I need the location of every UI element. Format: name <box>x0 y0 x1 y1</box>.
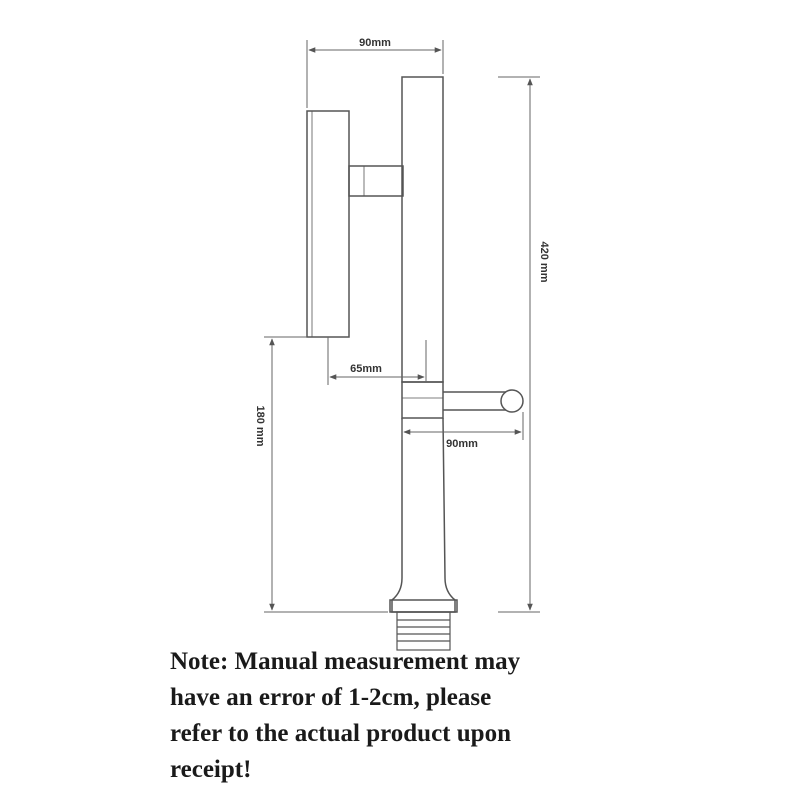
dimension-lines <box>264 40 540 613</box>
dim-label-total-height: 420 mm <box>538 242 550 283</box>
mixer-body <box>401 381 444 419</box>
main-column <box>401 76 444 383</box>
handle-knob <box>500 389 524 413</box>
dim-label-offset: 65mm <box>350 363 382 375</box>
base-plate <box>389 599 458 613</box>
dim-label-top-width: 90mm <box>359 37 391 49</box>
note-line-1: Note: Manual measurement may <box>170 648 521 675</box>
note-line-3: refer to the actual product upon <box>170 720 511 747</box>
faucet-outline <box>306 76 524 651</box>
spout-connector <box>348 165 404 197</box>
dim-label-spout-height: 180 mm <box>254 406 266 447</box>
dim-label-handle-width: 90mm <box>446 438 478 450</box>
note-line-2: have an error of 1-2cm, please <box>170 684 492 711</box>
threaded-stem <box>396 611 451 651</box>
note-line-4: receipt! <box>170 756 252 783</box>
spout-head <box>306 110 350 338</box>
measurement-note: Note: Manual measurement may have an err… <box>170 644 630 788</box>
